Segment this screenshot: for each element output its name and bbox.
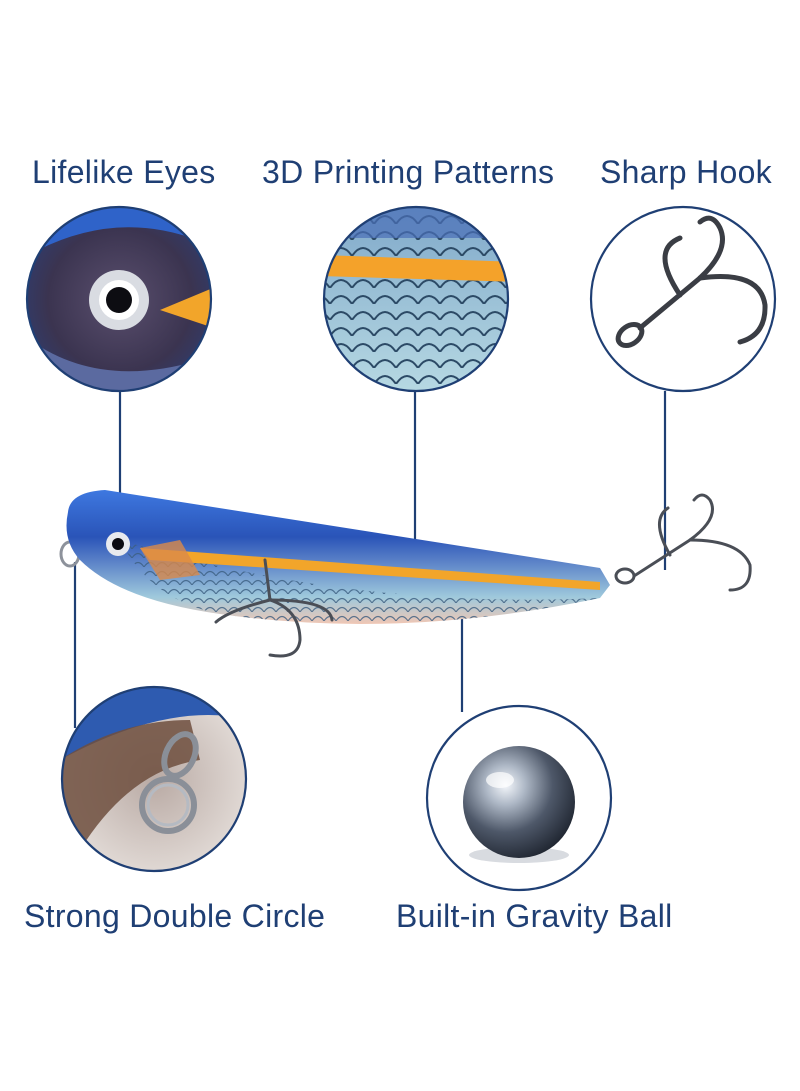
label-built-in-gravity-ball: Built-in Gravity Ball xyxy=(396,898,673,934)
label-strong-double-circle: Strong Double Circle xyxy=(24,898,326,934)
steel-ball-icon xyxy=(425,704,613,892)
lure-eye-closeup xyxy=(25,205,213,393)
treble-hook-icon xyxy=(589,205,777,393)
fishing-lure xyxy=(59,490,752,658)
label-lifelike-eyes: Lifelike Eyes xyxy=(32,154,216,190)
scale-pattern-closeup xyxy=(322,205,510,393)
split-ring-icon xyxy=(60,685,248,873)
label-3d-printing-patterns: 3D Printing Patterns xyxy=(262,154,555,190)
label-sharp-hook: Sharp Hook xyxy=(600,154,772,190)
callout-lines xyxy=(73,391,667,728)
